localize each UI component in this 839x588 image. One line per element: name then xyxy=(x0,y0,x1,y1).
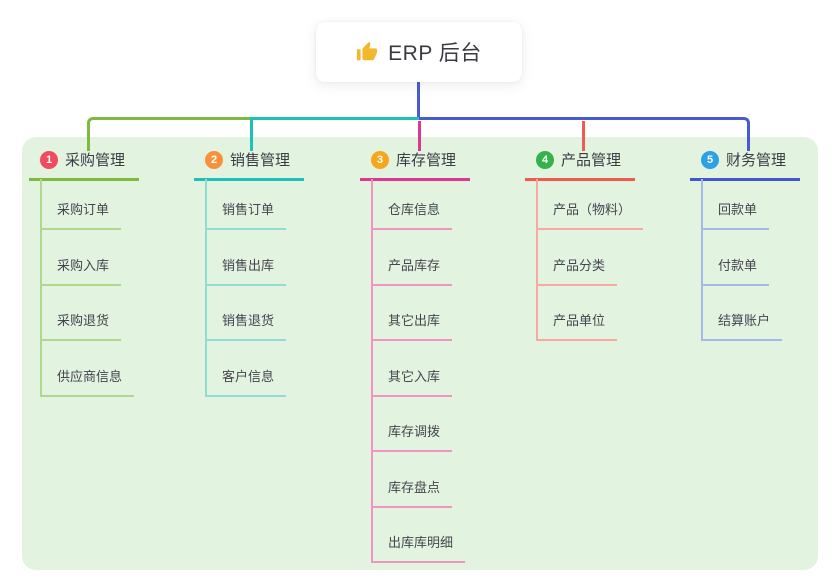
thumbs-up-icon xyxy=(357,41,378,61)
branch-number-badge: 3 xyxy=(371,150,389,169)
branch-number-badge: 1 xyxy=(40,150,58,169)
child-item[interactable]: 采购订单 xyxy=(40,200,122,230)
child-item-label: 产品（物料） xyxy=(553,202,632,217)
branch-spine-line xyxy=(205,179,207,397)
child-item[interactable]: 库存调拨 xyxy=(371,422,453,452)
root-connector-line xyxy=(417,82,420,120)
branch-number-badge: 5 xyxy=(701,150,719,169)
root-node[interactable]: ERP 后台 xyxy=(316,22,522,82)
branch-title-label: 财务管理 xyxy=(726,152,787,169)
child-item[interactable]: 销售退货 xyxy=(205,311,287,341)
child-item[interactable]: 其它出库 xyxy=(371,311,453,341)
child-item-label: 结算账户 xyxy=(718,313,771,328)
child-item[interactable]: 销售出库 xyxy=(205,256,287,286)
child-item-label: 其它出库 xyxy=(388,313,441,328)
connector-corner-left xyxy=(87,117,251,151)
branch-title-5[interactable]: 5 财务管理 xyxy=(690,149,801,181)
branch-title-4[interactable]: 4 产品管理 xyxy=(525,149,636,181)
branch-spine-line xyxy=(371,179,373,563)
branch-title-label: 采购管理 xyxy=(65,152,126,169)
branch-drop-line xyxy=(250,117,253,151)
child-item-label: 仓库信息 xyxy=(388,202,441,217)
child-item-label: 产品单位 xyxy=(553,313,606,328)
branch-title-1[interactable]: 1 采购管理 xyxy=(29,149,140,181)
child-item[interactable]: 库存盘点 xyxy=(371,478,453,508)
child-item-label: 库存调拨 xyxy=(388,424,441,439)
branch-title-label: 销售管理 xyxy=(230,152,291,169)
branch-title-3[interactable]: 3 库存管理 xyxy=(360,149,471,181)
child-item[interactable]: 客户信息 xyxy=(205,367,287,397)
branch-number-badge: 2 xyxy=(205,150,223,169)
child-item[interactable]: 回款单 xyxy=(701,200,770,230)
child-item[interactable]: 出库库明细 xyxy=(371,533,466,563)
child-item[interactable]: 结算账户 xyxy=(701,311,783,341)
child-item[interactable]: 采购退货 xyxy=(40,311,122,341)
branch-drop-line xyxy=(418,121,421,151)
child-item-label: 销售订单 xyxy=(222,202,275,217)
child-item[interactable]: 仓库信息 xyxy=(371,200,453,230)
child-item-label: 库存盘点 xyxy=(388,479,441,495)
branch-spine-line xyxy=(40,179,42,397)
child-item-label: 供应商信息 xyxy=(57,368,123,384)
child-item[interactable]: 供应商信息 xyxy=(40,367,135,397)
child-item-label: 采购退货 xyxy=(57,313,110,328)
root-node-label: ERP 后台 xyxy=(388,42,482,65)
child-item-label: 采购订单 xyxy=(57,202,110,217)
child-item-label: 付款单 xyxy=(718,257,758,273)
branch-spine-line xyxy=(701,179,703,341)
child-item[interactable]: 产品单位 xyxy=(536,311,618,341)
child-item-label: 销售退货 xyxy=(222,313,275,328)
child-item[interactable]: 采购入库 xyxy=(40,256,122,286)
child-item-label: 产品库存 xyxy=(388,257,441,273)
child-item[interactable]: 付款单 xyxy=(701,256,770,286)
child-item-label: 销售出库 xyxy=(222,257,275,273)
child-item-label: 出库库明细 xyxy=(388,535,454,550)
branch-spine-line xyxy=(536,179,538,341)
child-item-label: 回款单 xyxy=(718,202,758,217)
child-item[interactable]: 产品分类 xyxy=(536,256,618,286)
child-item[interactable]: 其它入库 xyxy=(371,367,453,397)
child-item[interactable]: 产品库存 xyxy=(371,256,453,286)
connector-corner-right xyxy=(419,117,750,151)
child-item-label: 产品分类 xyxy=(553,257,606,273)
branch-title-label: 产品管理 xyxy=(561,152,622,169)
branch-drop-line xyxy=(582,121,585,151)
child-item-label: 其它入库 xyxy=(388,368,441,384)
child-item[interactable]: 销售订单 xyxy=(205,200,287,230)
child-item-label: 客户信息 xyxy=(222,368,275,384)
child-item-label: 采购入库 xyxy=(57,257,110,273)
branch-number-badge: 4 xyxy=(536,150,554,169)
mindmap-canvas xyxy=(22,137,818,570)
child-item[interactable]: 产品（物料） xyxy=(536,200,644,230)
branch-title-label: 库存管理 xyxy=(396,152,457,169)
branch-title-2[interactable]: 2 销售管理 xyxy=(194,149,305,181)
connector-segment-teal xyxy=(251,117,419,120)
